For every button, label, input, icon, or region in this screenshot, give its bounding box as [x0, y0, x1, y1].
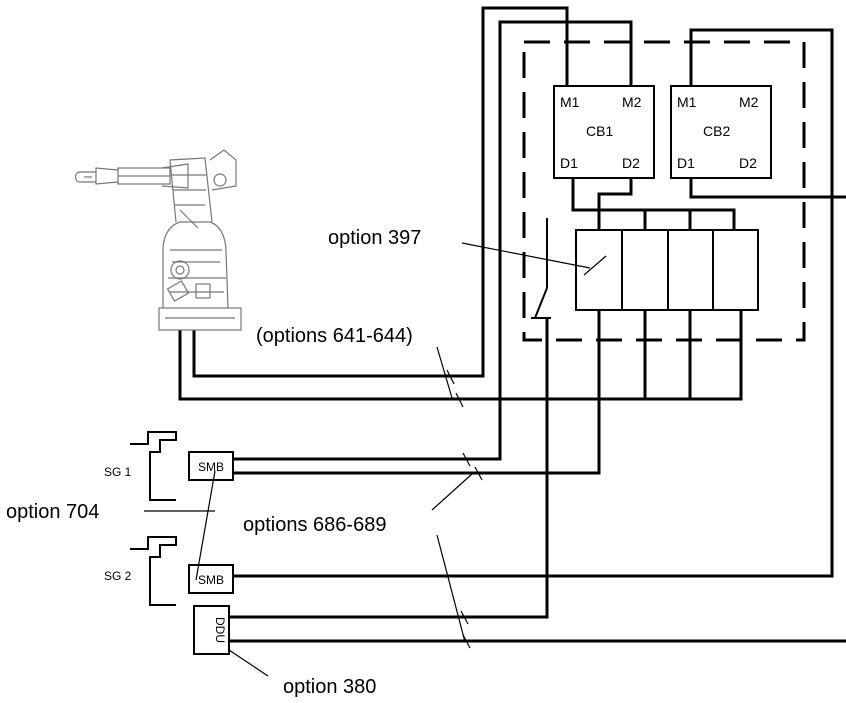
leader-option-704-smb — [195, 470, 216, 581]
cb1-m1-label: M1 — [560, 94, 580, 110]
leader-option-397 — [461, 242, 591, 269]
cable-ddu-to-contactor — [229, 318, 549, 619]
smb-box-1: SMB — [188, 451, 234, 481]
option-704-label: option 704 — [6, 501, 99, 523]
leader-options-686-689-b — [436, 534, 466, 643]
cb1-name-label: CB1 — [586, 123, 613, 139]
ddu-box: DDU — [193, 605, 230, 655]
smb-1-label: SMB — [198, 460, 224, 474]
options-641-644-label: (options 641-644) — [256, 325, 413, 347]
options-686-689-label: options 686-689 — [243, 514, 386, 536]
cb2-m1-label: M1 — [677, 94, 697, 110]
cable-break-marks — [446, 369, 483, 649]
option-397-label: option 397 — [328, 227, 421, 249]
servo-gun-1-icon — [130, 431, 177, 501]
cable-smb1-to-drive — [233, 310, 601, 475]
smb-box-2: SMB — [188, 564, 234, 594]
cable-cb1-d1-to-bus — [571, 178, 736, 230]
cb1-d1-label: D1 — [560, 155, 578, 171]
smb-2-label: SMB — [198, 573, 224, 587]
cb1-d2-label: D2 — [622, 155, 640, 171]
cb2-d1-label: D1 — [677, 155, 695, 171]
cable-robot-power — [178, 310, 743, 401]
cb1-board: M1 M2 CB1 D1 D2 — [553, 85, 655, 179]
cb2-d2-label: D2 — [739, 155, 757, 171]
sg1-label: SG 1 — [104, 465, 132, 479]
contactor-switch — [531, 218, 551, 319]
cable-robot-to-cb1-m1 — [192, 6, 569, 378]
option-397-symbol — [583, 255, 607, 276]
cable-cb2-d1-out — [689, 178, 846, 199]
cb2-m2-label: M2 — [739, 94, 759, 110]
sg2-label: SG 2 — [104, 569, 132, 583]
cb1-m2-label: M2 — [622, 94, 642, 110]
cb2-name-label: CB2 — [703, 123, 730, 139]
cable-cb1-d2-to-bus — [597, 178, 633, 230]
cable-smb2-to-cb2-m1 — [233, 28, 834, 578]
leader-options-686-689-a — [431, 473, 473, 511]
option-380-label: option 380 — [283, 676, 376, 698]
leader-option-380 — [228, 649, 269, 677]
cable-smb1-to-cb1-m2 — [233, 20, 633, 461]
controller-cabinet-outline — [522, 40, 806, 342]
ddu-label: DDU — [213, 617, 227, 643]
leader-options-641-644 — [436, 346, 453, 399]
robot-arm-icon — [74, 149, 242, 331]
cb2-board: M1 M2 CB2 D1 D2 — [670, 85, 772, 179]
servo-gun-2-icon — [130, 536, 177, 606]
drive-unit-rack — [575, 229, 759, 311]
